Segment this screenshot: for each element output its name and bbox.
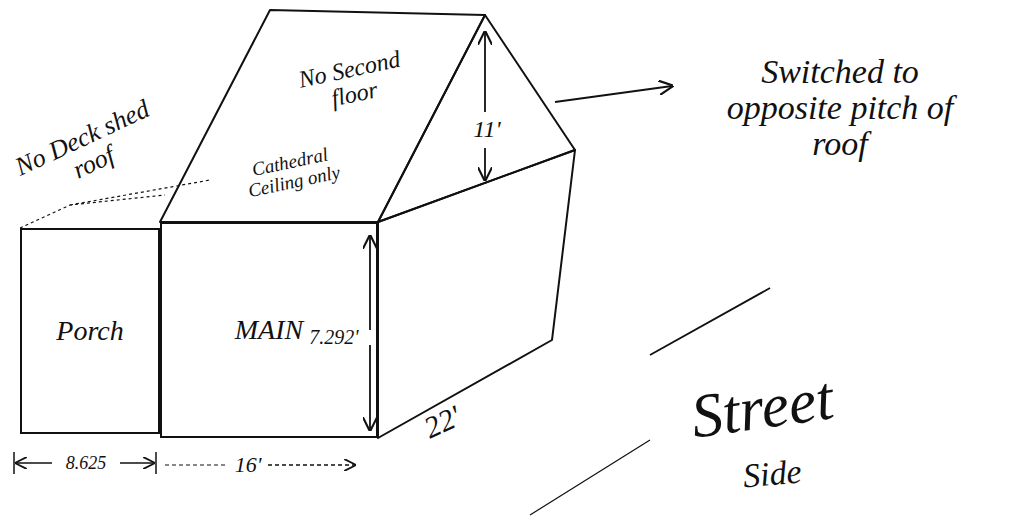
wall-label: Porch bbox=[56, 315, 123, 347]
gable bbox=[378, 15, 575, 222]
wall-label: MAIN bbox=[235, 314, 303, 346]
street-line bbox=[650, 288, 770, 355]
dimension: 7.292' bbox=[309, 327, 358, 348]
change-note: Switched to opposite pitch of roof bbox=[705, 54, 975, 161]
dimension-arrow bbox=[369, 236, 371, 330]
dimension-arrow bbox=[369, 345, 371, 430]
roof-note: Cathedral Ceiling only bbox=[224, 139, 359, 205]
roof-face bbox=[160, 10, 485, 222]
dimension: 8.625 bbox=[66, 454, 107, 473]
street-label: Side bbox=[741, 454, 802, 495]
street-label: Street bbox=[687, 366, 837, 450]
dimension-arrow bbox=[16, 462, 52, 464]
dimension: 11' bbox=[473, 117, 500, 142]
roof-note: Cathedral Ceiling only bbox=[224, 139, 359, 205]
street-line bbox=[530, 440, 650, 515]
street-label: Street bbox=[687, 366, 837, 450]
shed-roof bbox=[20, 195, 165, 228]
roof-note: No Second floor bbox=[278, 43, 425, 121]
dimension: 16' bbox=[235, 453, 262, 476]
note-arrow bbox=[555, 86, 672, 102]
gable-base bbox=[378, 150, 575, 222]
street-label: Side bbox=[741, 454, 802, 495]
dimension: 11' bbox=[473, 117, 500, 142]
dimension-arrow bbox=[484, 32, 486, 112]
side-wall bbox=[378, 150, 575, 438]
dimension: 16' bbox=[235, 453, 262, 476]
dimension-tick bbox=[155, 452, 157, 474]
roof-note: No Deck shed roof bbox=[8, 94, 167, 207]
dimension: 22' bbox=[419, 400, 465, 444]
dimension: 7.292' bbox=[309, 327, 358, 348]
dimension: 22' bbox=[419, 400, 465, 444]
roof-note: No Second floor bbox=[278, 43, 425, 121]
dimension-line bbox=[165, 464, 228, 465]
dimension-arrow bbox=[484, 148, 486, 180]
change-note: Switched to opposite pitch of roof bbox=[705, 54, 975, 161]
shed-roof bbox=[70, 180, 210, 205]
dimension-arrow bbox=[120, 462, 154, 464]
roof-note: No Deck shed roof bbox=[8, 94, 167, 207]
porch-wall: Porch bbox=[20, 228, 160, 434]
dimension-arrow bbox=[268, 464, 355, 466]
dimension: 8.625 bbox=[66, 454, 107, 473]
dimension-tick bbox=[13, 452, 15, 474]
